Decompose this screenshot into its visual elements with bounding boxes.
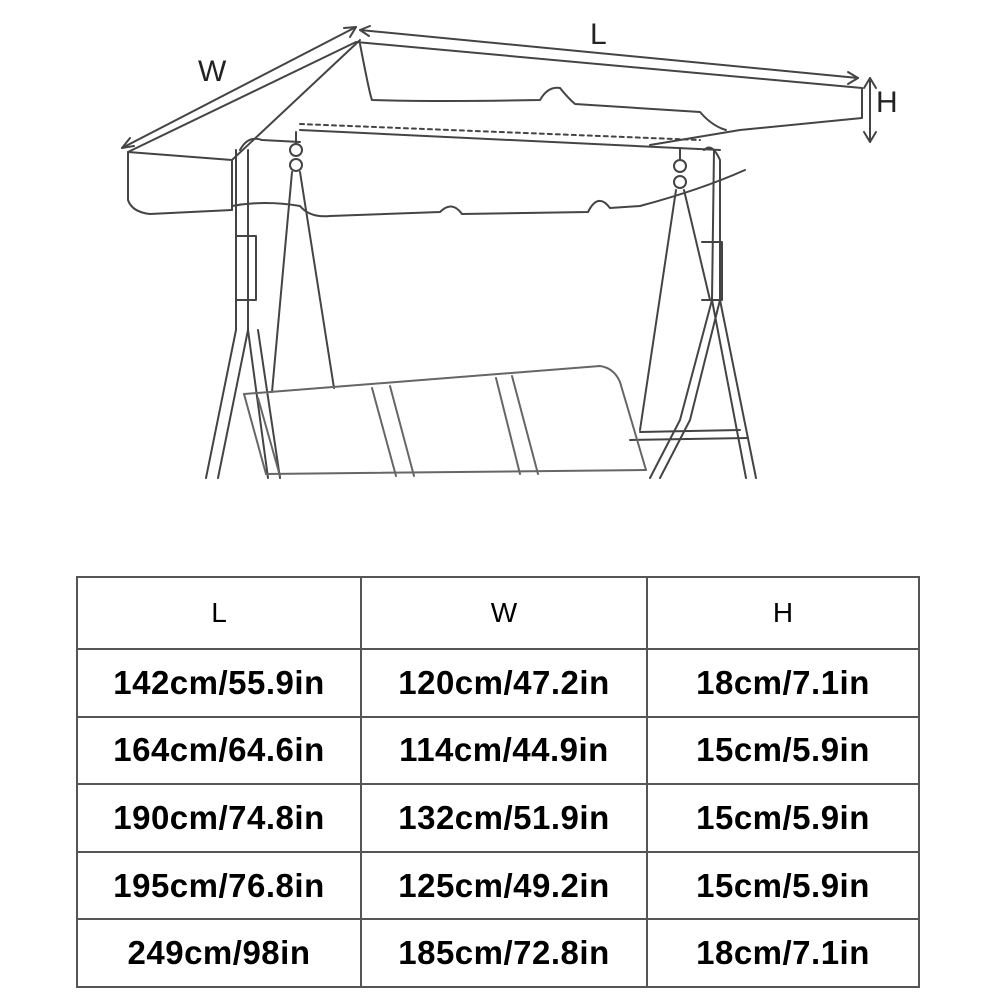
- table-row: 142cm/55.9in 120cm/47.2in 18cm/7.1in: [76, 648, 920, 718]
- cell-length: 249cm/98in: [76, 918, 362, 988]
- left-chains: [271, 171, 335, 393]
- cell-width: 120cm/47.2in: [360, 648, 648, 718]
- swing-canopy-illustration: [121, 25, 877, 479]
- table-header-row: L W H: [76, 576, 920, 650]
- cell-length: 195cm/76.8in: [76, 850, 362, 921]
- header-length: L: [76, 576, 362, 650]
- cell-height: 18cm/7.1in: [646, 648, 920, 718]
- header-height: H: [646, 576, 920, 650]
- width-dimension-arrow: [121, 26, 357, 149]
- cell-height: 15cm/5.9in: [646, 783, 920, 853]
- left-hanging-hook: [289, 131, 303, 172]
- swing-seat: [243, 365, 647, 477]
- right-hanging-hook: [673, 147, 687, 189]
- width-label: W: [198, 55, 227, 88]
- right-chains: [639, 189, 711, 431]
- height-label: H: [876, 86, 898, 119]
- cell-width: 114cm/44.9in: [360, 715, 648, 786]
- length-dimension-arrow: [359, 25, 859, 85]
- table-row: 195cm/76.8in 125cm/49.2in 15cm/5.9in: [76, 850, 920, 921]
- cell-width: 132cm/51.9in: [360, 783, 648, 853]
- cell-width: 185cm/72.8in: [360, 918, 648, 988]
- table-row: 164cm/64.6in 114cm/44.9in 15cm/5.9in: [76, 715, 920, 786]
- cell-width: 125cm/49.2in: [360, 850, 648, 921]
- cell-height: 15cm/5.9in: [646, 850, 920, 921]
- left-frame: [205, 137, 301, 479]
- cell-height: 15cm/5.9in: [646, 715, 920, 786]
- length-label: L: [590, 18, 607, 51]
- height-dimension-arrow: [863, 77, 877, 143]
- canopy-roof: [127, 39, 863, 218]
- table-row: 249cm/98in 185cm/72.8in 18cm/7.1in: [76, 918, 920, 988]
- cell-length: 164cm/64.6in: [76, 715, 362, 786]
- cell-length: 142cm/55.9in: [76, 648, 362, 718]
- header-width: W: [360, 576, 648, 650]
- cell-length: 190cm/74.8in: [76, 783, 362, 853]
- table-row: 190cm/74.8in 132cm/51.9in 15cm/5.9in: [76, 783, 920, 853]
- right-frame: [629, 146, 757, 479]
- size-table: L W H 142cm/55.9in 120cm/47.2in 18cm/7.1…: [76, 576, 920, 988]
- cell-height: 18cm/7.1in: [646, 918, 920, 988]
